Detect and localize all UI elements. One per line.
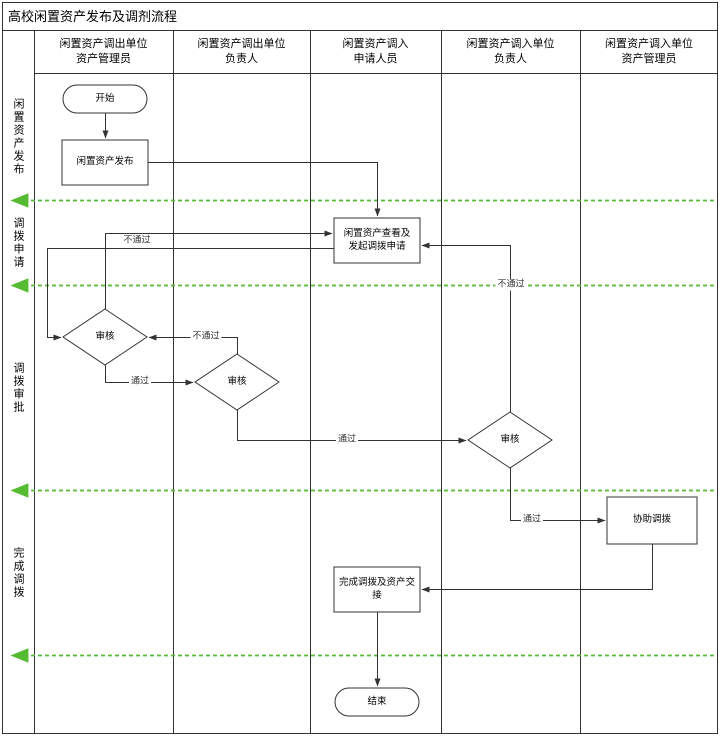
- lane-header-out-manager: 闲置资产调出单位 资产管理员: [59, 36, 148, 65]
- review-out-leader-node: 审核: [227, 375, 247, 387]
- phase-label-complete: 完成调拨: [12, 546, 25, 599]
- assist-node: 协助调拨: [632, 514, 671, 526]
- edge-label-review3-pass: 通过: [520, 514, 544, 526]
- end-shape: [334, 687, 420, 717]
- edge-label-review1-pass: 通过: [128, 376, 152, 388]
- lane-header-in-manager: 闲置资产调入单位 资产管理员: [605, 36, 693, 65]
- phase-label-approve: 调拨审批: [12, 361, 25, 414]
- apply-shape: [333, 217, 421, 264]
- start-node: 开始: [95, 92, 115, 104]
- edge-review3-pass: [510, 468, 606, 524]
- review-out-manager-shape: [62, 308, 148, 366]
- phase-label-apply: 调拨申请: [12, 216, 25, 269]
- flow-connectors: [47, 113, 653, 687]
- edge-review1-pass: [105, 365, 194, 386]
- edge-label-review2-pass: 通过: [335, 434, 359, 446]
- start-shape: [62, 84, 148, 114]
- publish-shape: [61, 139, 149, 186]
- review-out-leader-shape: [194, 353, 280, 411]
- lane-header-in-applicant: 闲置资产调入 申请人员: [342, 36, 409, 65]
- edge-apply-to-review1: [47, 248, 334, 341]
- edge-review3-reject: [421, 242, 511, 412]
- review-in-leader-shape: [467, 411, 553, 469]
- end-node: 结束: [367, 695, 387, 707]
- assist-shape: [606, 496, 698, 545]
- edge-review2-pass: [237, 410, 467, 444]
- edge-label-review1-reject: 不通过: [121, 235, 153, 247]
- complete-node: 完成调拨及资产交 接: [338, 577, 415, 601]
- review-in-leader-node: 审核: [500, 433, 520, 445]
- flow-shapes: [61, 84, 698, 717]
- review-out-manager-node: 审核: [95, 330, 115, 342]
- edge-publish-to-apply: [148, 162, 381, 217]
- lane-header-out-leader: 闲置资产调出单位 负责人: [197, 36, 286, 65]
- lane-header-in-leader: 闲置资产调入单位 负责人: [466, 36, 555, 65]
- publish-node: 闲置资产发布: [76, 156, 134, 168]
- edge-label-review3-reject: 不通过: [495, 279, 527, 291]
- complete-shape: [333, 566, 421, 613]
- edge-label-review2-reject: 不通过: [190, 331, 222, 343]
- edge-assist-to-complete: [421, 544, 653, 593]
- edge-review2-reject: [148, 334, 238, 354]
- apply-node: 闲置资产查看及 发起调拨申请: [343, 228, 411, 252]
- phase-label-publish: 闲置资产发布: [12, 97, 25, 176]
- edge-review1-reject: [105, 230, 333, 309]
- page-title: 高校闲置资产发布及调剂流程: [8, 10, 178, 25]
